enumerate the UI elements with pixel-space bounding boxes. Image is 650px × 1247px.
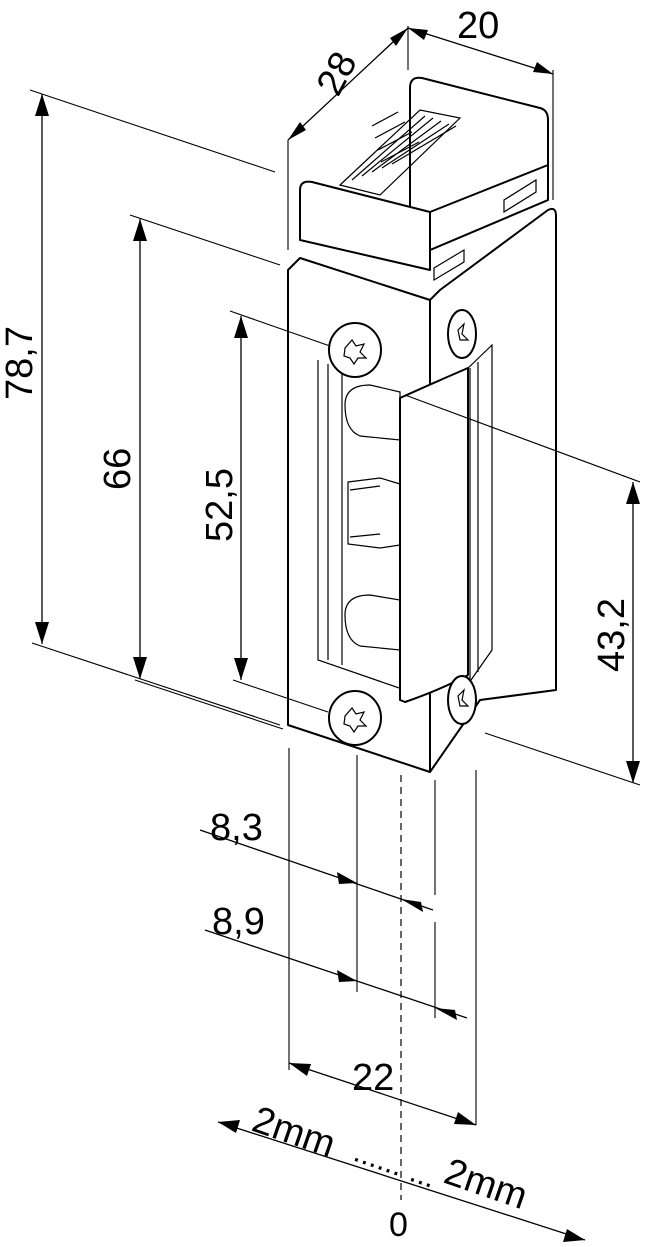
dim-offset-b-label: 8,9 <box>212 901 265 943</box>
screw-side-bottom <box>447 675 477 725</box>
screw-bottom <box>328 690 382 746</box>
adjust-zero-label: 0 <box>389 1206 408 1244</box>
dim-faceplate-width-label: 22 <box>352 1057 394 1099</box>
dim-offset-a-label: 8,3 <box>210 807 263 849</box>
adjust-dots-left: ...... <box>350 1135 408 1182</box>
dim-width-label: 20 <box>457 5 499 47</box>
screw-top <box>328 322 382 378</box>
dim-total-height-label: 78,7 <box>0 326 41 400</box>
screw-side-top <box>447 309 477 359</box>
adjust-dots-right: ... <box>406 1155 440 1194</box>
dim-faceplate-height-label: 66 <box>97 448 139 490</box>
door-strike-body <box>287 76 557 773</box>
adjust-left-label: 2mm <box>247 1099 341 1166</box>
dim-latch-height-label: 43,2 <box>591 598 633 672</box>
dim-depth-label: 28 <box>309 45 366 102</box>
dimension-lines <box>29 26 641 1242</box>
dim-screw-spacing-label: 52,5 <box>199 468 241 542</box>
